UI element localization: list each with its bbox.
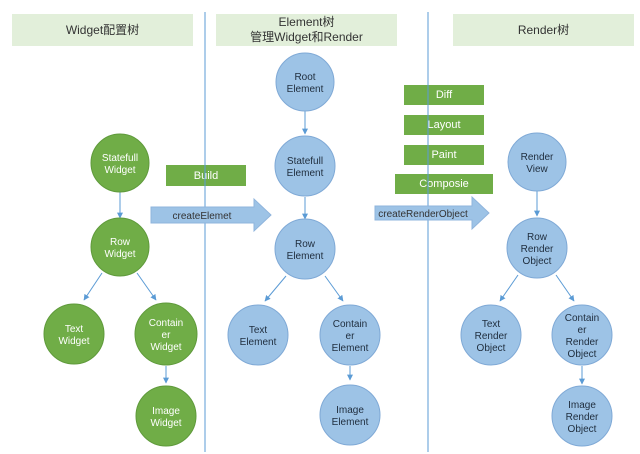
render-node-image-label: Render — [566, 412, 599, 423]
render-node-image-label: Object — [568, 424, 597, 435]
render-node-text — [460, 304, 522, 366]
create-element-arrow — [150, 197, 272, 233]
render-node-container-label: Object — [568, 349, 597, 360]
render-node-row-label: Render — [521, 244, 554, 255]
render-node-image — [551, 385, 613, 447]
widget-node-text-label: Widget — [58, 336, 89, 347]
widget-node-row-label: Widget — [104, 249, 135, 260]
element-node-text-label: Element — [240, 337, 277, 348]
header-element-tree: Element树 管理Widget和Render — [216, 14, 397, 46]
element-node-container-label: er — [346, 331, 356, 342]
widget-node-image-label: Widget — [150, 418, 181, 429]
widget-node-row — [90, 217, 150, 277]
header-widget-tree-title: Widget配置树 — [65, 22, 140, 37]
create-element-arrow-label: createElemet — [173, 211, 232, 222]
render-node-row-label: Row — [527, 232, 548, 243]
edge-row-render-object-text-render-object — [499, 274, 519, 302]
create-render-object-arrow — [374, 195, 490, 231]
element-node-container-label: Element — [332, 343, 369, 354]
element-node-root-label: Root — [294, 72, 315, 83]
render-node-container-label: Render — [566, 337, 599, 348]
element-node-statefull-label: Element — [287, 168, 324, 179]
render-node-text-label: Text — [482, 319, 501, 330]
render-node-view — [507, 132, 567, 192]
render-node-view-label: View — [526, 164, 548, 175]
widget-node-row-label: Row — [110, 237, 131, 248]
widget-node-container-label: Widget — [150, 342, 181, 353]
widget-node-container-label: er — [162, 330, 172, 341]
element-node-row-label: Element — [287, 251, 324, 262]
element-node-row — [274, 218, 336, 280]
render-node-text-label: Render — [475, 331, 508, 342]
element-node-statefull-label: Statefull — [287, 156, 323, 167]
diff-label: Diff — [404, 85, 484, 105]
widget-node-container — [134, 302, 198, 366]
composite-label: Composie — [395, 174, 493, 194]
paint-label: Paint — [404, 145, 484, 165]
widget-node-statefull-label: Statefull — [102, 153, 138, 164]
element-node-image-label: Image — [336, 405, 364, 416]
render-node-row-label: Object — [523, 256, 552, 267]
element-node-statefull — [274, 135, 336, 197]
widget-node-container-label: Contain — [149, 318, 183, 329]
header-render-tree: Render树 — [453, 14, 634, 46]
header-element-tree-title: Element树 — [278, 15, 335, 29]
render-node-text-label: Object — [477, 343, 506, 354]
edge-row-element-container-element — [324, 275, 344, 302]
widget-node-image-label: Image — [152, 406, 180, 417]
widget-node-text — [43, 303, 105, 365]
widget-node-statefull — [90, 133, 150, 193]
render-node-container-label: er — [578, 325, 588, 336]
header-element-tree-subtitle: 管理Widget和Render — [250, 30, 363, 44]
render-node-view-label: Render — [521, 152, 554, 163]
render-node-container-label: Contain — [565, 313, 599, 324]
edge-row-widget-text-widget — [83, 272, 103, 301]
header-widget-tree: Widget配置树 — [12, 14, 193, 46]
element-node-root — [275, 52, 335, 112]
build-label: Build — [166, 165, 246, 186]
edge-row-element-text-element — [264, 275, 287, 302]
element-node-container — [319, 304, 381, 366]
layout-label: Layout — [404, 115, 484, 135]
element-node-row-label: Row — [295, 239, 316, 250]
element-node-image-label: Element — [332, 417, 369, 428]
element-node-root-label: Element — [287, 84, 324, 95]
header-render-tree-title: Render树 — [517, 22, 570, 37]
edge-row-render-object-container-render-object — [555, 274, 575, 302]
element-node-image — [319, 384, 381, 446]
render-node-row — [506, 217, 568, 279]
render-node-container — [551, 304, 613, 366]
render-node-image-label: Image — [568, 400, 596, 411]
element-node-container-label: Contain — [333, 319, 367, 330]
widget-node-image — [135, 385, 197, 447]
element-node-text — [227, 304, 289, 366]
widget-node-text-label: Text — [65, 324, 84, 335]
widget-node-statefull-label: Widget — [104, 165, 135, 176]
element-node-text-label: Text — [249, 325, 268, 336]
edge-row-widget-container-widget — [136, 272, 157, 301]
create-render-object-arrow-label: createRenderObject — [378, 209, 468, 220]
